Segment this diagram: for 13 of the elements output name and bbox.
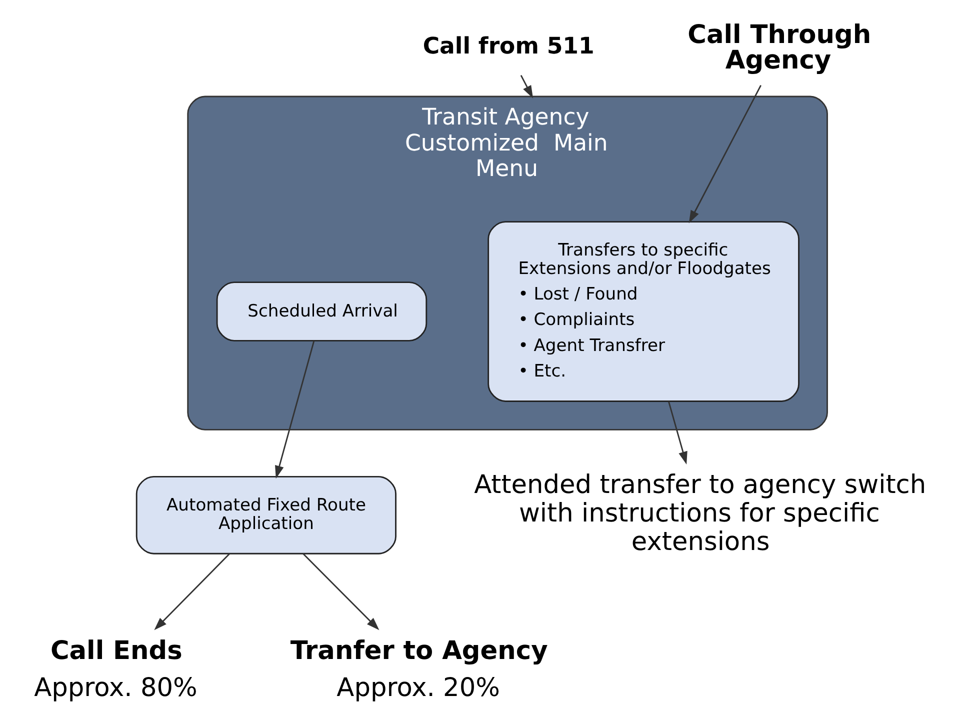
node-text: Attended transfer to agency switch with instructions for specific extensions: [474, 470, 926, 557]
node-text: Call Ends Approx. 80%: [34, 636, 198, 703]
arrow: [668, 401, 688, 464]
arrow: [520, 74, 534, 98]
node-box: Transfers to specific Extensions and/or Floodgates • Lost / Found • Compliaints • Agent Transfrer • Etc.: [488, 221, 800, 402]
arrow: [154, 553, 230, 630]
node-box: Automated Fixed Route Application: [136, 476, 396, 554]
node-text: Call from 511: [422, 33, 594, 60]
node-box: Scheduled Arrival: [216, 282, 428, 342]
arrow: [302, 553, 380, 630]
node-text: Call Through Agency: [688, 20, 872, 76]
arrow: [275, 340, 315, 479]
node-text: Tranfer to Agency Approx. 20%: [290, 636, 548, 703]
